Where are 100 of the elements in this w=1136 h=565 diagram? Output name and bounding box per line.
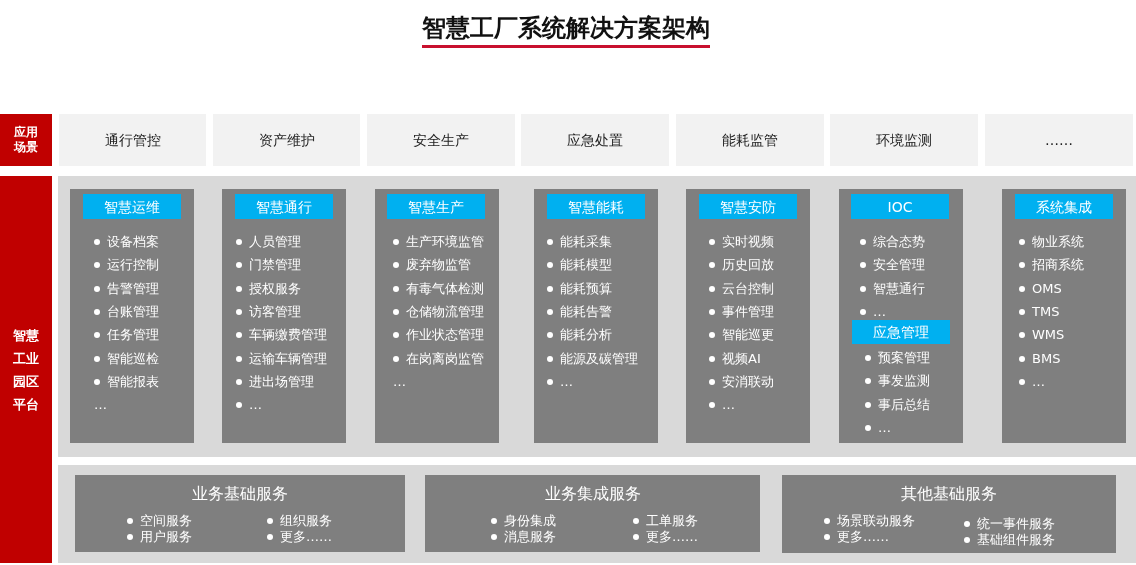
- module-title: IOC: [887, 197, 913, 216]
- module-title: 智慧安防: [720, 197, 776, 216]
- module-column: [375, 189, 499, 443]
- service-title: 业务基础服务: [192, 484, 288, 504]
- list-item: 更多……: [646, 529, 698, 545]
- list-item: 组织服务: [280, 513, 332, 529]
- diagram-title: 智慧工厂系统解决方案架构: [422, 13, 710, 44]
- list-item: 用户服务: [140, 529, 192, 545]
- list-item: 台账管理: [107, 302, 159, 321]
- list-item: 作业状态管理: [406, 326, 484, 345]
- list-item: 身份集成: [504, 513, 556, 529]
- list-item: 能耗预算: [560, 279, 612, 298]
- list-item: 更多……: [280, 529, 332, 545]
- list-item: 招商系统: [1032, 256, 1084, 275]
- module-title: 智慧能耗: [568, 197, 624, 216]
- list-item: …: [249, 396, 262, 415]
- list-item: …: [393, 372, 406, 391]
- list-item: 基础组件服务: [977, 532, 1055, 548]
- scenario-label: 资产维护: [258, 131, 315, 149]
- list-item: 视频AI: [722, 349, 761, 368]
- list-item: 物业系统: [1032, 233, 1084, 251]
- module-column: [839, 189, 963, 443]
- module-title: 智慧生产: [408, 197, 464, 216]
- list-item: …: [1032, 372, 1045, 391]
- list-item: 能耗告警: [560, 302, 612, 321]
- category-band: [0, 114, 52, 166]
- scenario-label: 能耗监管: [722, 131, 778, 149]
- list-item: 智能报表: [107, 372, 159, 391]
- list-item: 仓储物流管理: [406, 302, 484, 321]
- list-item: WMS: [1032, 326, 1065, 345]
- list-item: 车辆缴费管理: [249, 326, 327, 345]
- module-column: [70, 189, 194, 443]
- list-item: 事件管理: [722, 302, 774, 321]
- list-item: 任务管理: [107, 326, 159, 345]
- list-item: 智能巡检: [107, 349, 159, 368]
- scenario-label: 安全生产: [413, 131, 469, 149]
- list-item: 实时视频: [722, 233, 774, 251]
- list-item: 在岗离岗监管: [406, 349, 484, 368]
- list-item: 空间服务: [140, 513, 192, 529]
- module-header: [851, 194, 949, 219]
- list-item: 场景联动服务: [837, 513, 915, 529]
- module-title: 应急管理: [873, 323, 929, 341]
- list-item: 生产环境监管: [406, 233, 484, 251]
- module-title: 智慧通行: [256, 197, 312, 216]
- band-label: 智慧工业园区平台: [13, 326, 39, 414]
- list-item: 进出场管理: [249, 372, 314, 391]
- list-item: 历史回放: [722, 256, 774, 275]
- list-item: …: [560, 372, 573, 391]
- service-box: [75, 475, 405, 552]
- list-item: 门禁管理: [249, 256, 301, 275]
- list-item: 安消联动: [722, 372, 774, 391]
- module-header: [83, 194, 181, 219]
- list-item: 运输车辆管理: [249, 349, 327, 368]
- list-item: 运行控制: [107, 256, 159, 275]
- list-item: BMS: [1032, 349, 1061, 368]
- panel-background: [58, 176, 1136, 457]
- list-item: OMS: [1032, 279, 1062, 298]
- service-box: [782, 475, 1116, 553]
- module-header: [235, 194, 333, 219]
- list-item: …: [878, 418, 891, 437]
- module-header: [1015, 194, 1113, 219]
- service-box: [425, 475, 760, 552]
- module-title: 智慧运维: [104, 197, 160, 216]
- list-item: 综合态势: [873, 233, 925, 251]
- list-item: …: [722, 396, 735, 415]
- list-item: 工单服务: [646, 513, 698, 529]
- module-header: [387, 194, 485, 219]
- list-item: …: [873, 302, 886, 321]
- panel-background: [58, 465, 1136, 563]
- list-item: 废弃物监管: [406, 256, 471, 275]
- list-item: 预案管理: [878, 349, 930, 367]
- module-header: [699, 194, 797, 219]
- band-label: 应用场景: [14, 125, 38, 155]
- list-item: TMS: [1032, 302, 1060, 321]
- list-item: 有毒气体检测: [406, 279, 484, 298]
- list-item: 访客管理: [249, 302, 301, 321]
- list-item: …: [94, 396, 107, 415]
- module-column: [1002, 189, 1126, 443]
- list-item: 智慧通行: [873, 279, 925, 298]
- list-item: 能耗分析: [560, 326, 612, 345]
- scenario-label: 环境监测: [876, 131, 932, 149]
- module-title: 系统集成: [1036, 197, 1092, 216]
- scenario-label: 应急处置: [567, 131, 623, 149]
- list-item: 统一事件服务: [977, 516, 1055, 532]
- list-item: 安全管理: [873, 256, 925, 275]
- module-header: [852, 320, 950, 344]
- scenario-label: ……: [1045, 131, 1073, 149]
- list-item: 事后总结: [878, 395, 930, 414]
- list-item: 告警管理: [107, 279, 159, 298]
- module-column: [686, 189, 810, 443]
- scenario-label: 通行管控: [104, 131, 161, 149]
- list-item: 云台控制: [722, 279, 774, 298]
- service-title: 其他基础服务: [901, 484, 997, 504]
- module-column: [534, 189, 658, 443]
- list-item: 更多……: [837, 529, 889, 545]
- list-item: 事发监测: [878, 372, 930, 391]
- service-title: 业务集成服务: [544, 484, 641, 504]
- list-item: 能源及碳管理: [560, 349, 638, 368]
- list-item: 智能巡更: [722, 326, 774, 345]
- category-band: [0, 176, 52, 563]
